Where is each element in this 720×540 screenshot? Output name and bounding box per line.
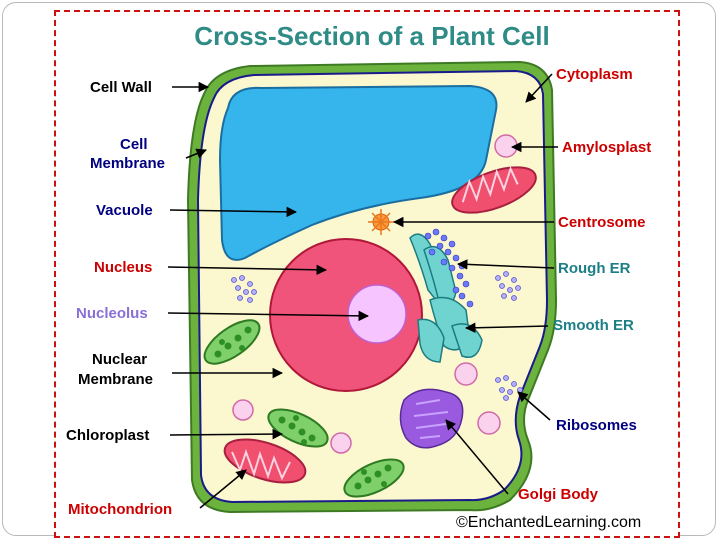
diagram-title: Cross-Section of a Plant Cell — [194, 21, 549, 51]
label-cell-wall: Cell Wall — [90, 79, 152, 96]
mitochondrion-top — [451, 166, 537, 214]
label-chloroplast: Chloroplast — [66, 427, 149, 444]
label-mitochondrion: Mitochondrion — [68, 501, 172, 518]
label-nucleolus: Nucleolus — [76, 305, 148, 322]
arrow-rough-er — [456, 259, 555, 270]
endoplasmic-reticulum — [409, 233, 483, 363]
label-cell-membrane-line2: Membrane — [90, 155, 165, 172]
arrow-vacuole — [169, 206, 298, 218]
label-golgi-body: Golgi Body — [518, 486, 599, 503]
ribosome-cluster-lower — [495, 375, 523, 401]
label-smooth-er: Smooth ER — [553, 317, 634, 334]
golgi-body — [399, 388, 464, 449]
label-nucleus: Nucleus — [94, 259, 152, 276]
label-nuclear-membrane-line2: Membrane — [78, 371, 153, 388]
arrow-mitochondrion — [199, 469, 247, 509]
arrow-chloroplast — [169, 428, 284, 440]
label-centrosome: Centrosome — [558, 214, 646, 231]
arrow-ribosomes — [517, 391, 551, 421]
arrow-smooth-er — [464, 322, 549, 334]
ribosome-cluster-right — [495, 271, 521, 301]
arrow-golgi-body — [445, 419, 509, 495]
ribosome-cluster-left — [231, 275, 257, 303]
arrow-cell-membrane — [185, 148, 207, 159]
credit-text: ©EnchantedLearning.com — [456, 514, 641, 531]
label-rough-er: Rough ER — [558, 260, 631, 277]
chloroplast-1 — [203, 319, 261, 365]
arrow-nucleus — [167, 264, 328, 276]
label-ribosomes: Ribosomes — [556, 417, 637, 434]
rough-er-ribosomes — [424, 228, 474, 308]
chloroplast-3 — [343, 458, 405, 498]
label-nuclear-membrane-line1: Nuclear — [92, 351, 147, 368]
arrow-nucleolus — [167, 310, 370, 322]
arrow-cytoplasm — [525, 73, 553, 103]
label-cell-membrane-line1: Cell — [120, 136, 148, 153]
label-cytoplasm: Cytoplasm — [556, 66, 633, 83]
label-vacuole: Vacuole — [96, 202, 153, 219]
nucleolus — [347, 284, 407, 344]
label-amylosplast: Amylosplast — [562, 139, 651, 156]
centrosome — [368, 209, 394, 235]
chloroplast-2 — [267, 408, 329, 448]
